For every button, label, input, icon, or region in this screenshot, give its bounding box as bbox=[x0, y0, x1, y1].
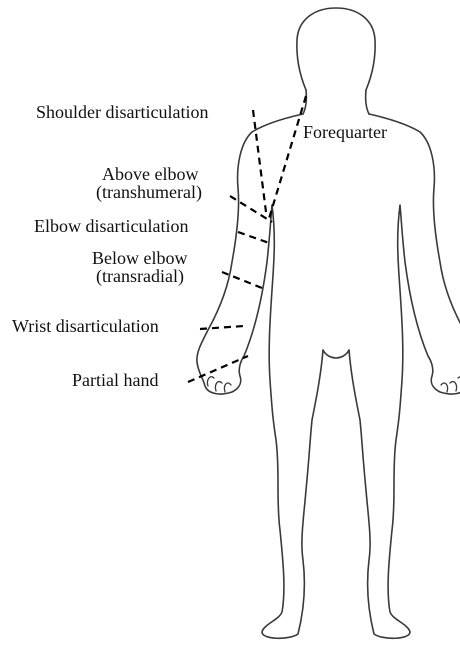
elbow-disarticulation-cut-line bbox=[238, 232, 272, 244]
wrist-disarticulation-cut-line bbox=[200, 326, 244, 329]
right-fingers-detail bbox=[441, 377, 460, 392]
right-side-outline bbox=[349, 114, 460, 638]
below-elbow-sub-label: (transradial) bbox=[96, 266, 184, 287]
wrist-disarticulation-label: Wrist disarticulation bbox=[12, 316, 159, 336]
shoulder-disarticulation-label: Shoulder disarticulation bbox=[36, 102, 208, 122]
partial-hand-label: Partial hand bbox=[72, 370, 158, 390]
below-elbow-label: Below elbow bbox=[92, 248, 187, 268]
elbow-disarticulation-label: Elbow disarticulation bbox=[34, 216, 188, 236]
head-outline bbox=[297, 8, 375, 90]
body-figure bbox=[197, 8, 460, 638]
left-fingers-detail bbox=[207, 377, 231, 392]
neck-right-outline bbox=[366, 90, 369, 114]
left-side-outline bbox=[197, 114, 323, 638]
above-elbow-sub-label: (transhumeral) bbox=[96, 182, 202, 203]
forequarter-label: Forequarter bbox=[303, 122, 387, 142]
above-elbow-label: Above elbow bbox=[102, 164, 198, 184]
crotch-outline bbox=[323, 350, 349, 358]
